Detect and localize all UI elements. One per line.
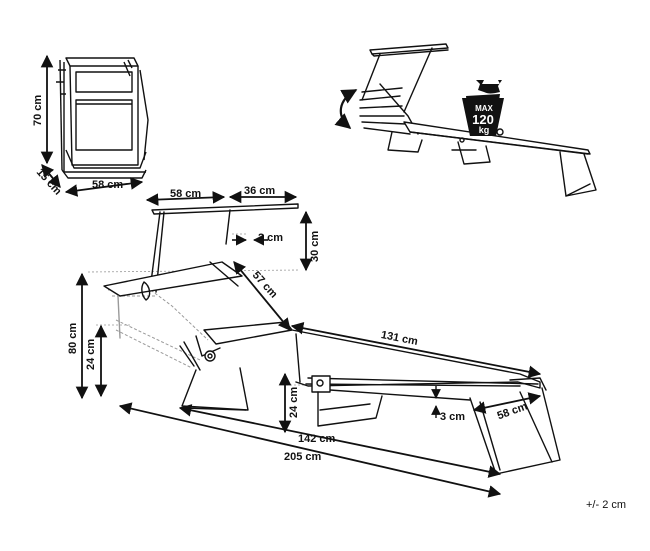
weight-bag-icon (462, 80, 504, 136)
total-length-label: 205 cm (284, 451, 322, 463)
rotate-arrow-icon (334, 89, 358, 130)
leg-height-center-label: 24 cm (288, 386, 300, 418)
folded-depth-dimension (41, 164, 61, 188)
tolerance-note: +/- 2 cm (586, 499, 627, 511)
canopy-gap-label: 2 cm (258, 232, 284, 244)
dim-total-length (118, 402, 502, 498)
leg-height-left-label: 24 cm (85, 338, 97, 370)
canopy-height-label: 30 cm (309, 230, 321, 262)
adjustable-lounger-illustration (359, 43, 597, 197)
folded-width-dimension (64, 177, 144, 197)
dim-canopy-arm (233, 261, 291, 331)
weight-max-label: MAX (475, 104, 493, 113)
weight-unit-label: kg (478, 125, 490, 135)
weight-amount-label: 120 (472, 112, 494, 127)
canopy-width-label: 58 cm (170, 188, 202, 200)
length-without-canopy-label: 142 cm (298, 433, 336, 445)
folded-chair-illustration (56, 57, 149, 179)
canopy-length-label: 36 cm (244, 185, 276, 197)
guide-lines (87, 233, 312, 386)
reclined-ghost-outline (107, 284, 209, 369)
frame-thickness-label: 3 cm (440, 411, 466, 423)
dim-canopy-width (145, 191, 226, 206)
total-height-label: 80 cm (67, 322, 79, 354)
dim-bed-length (290, 321, 542, 379)
folded-height-label: 70 cm (32, 94, 44, 126)
folded-width-label: 58 cm (92, 179, 124, 191)
